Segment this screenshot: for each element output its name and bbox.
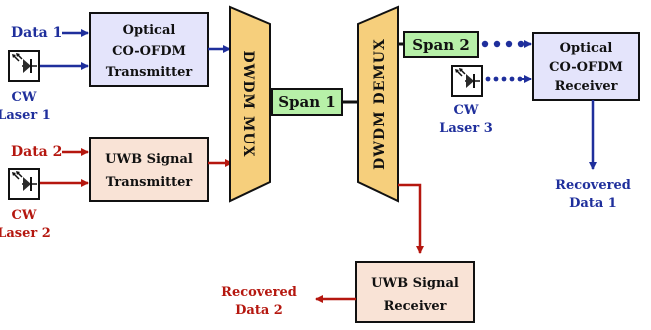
uwb-transmitter-line1: UWB Signal	[105, 152, 193, 167]
ofdm-transmitter-line3: Transmitter	[106, 65, 193, 80]
uwb-transmitter-line2: Transmitter	[106, 175, 193, 190]
dwdm-demux-label: DWDM DEMUX	[372, 38, 388, 170]
data2-label: Data 2	[11, 144, 62, 160]
recovered-data1-line2: Data 1	[569, 196, 617, 211]
laser3-link-dots	[485, 76, 523, 82]
recovered-data2-line2: Data 2	[235, 303, 283, 318]
laser3-label-line2: Laser 3	[439, 121, 493, 136]
dwdm-demux-block	[357, 5, 399, 203]
laser2-label-line1: CW	[12, 208, 37, 223]
recovered-data1-line1: Recovered	[555, 178, 631, 193]
span2-label: Span 2	[412, 36, 470, 54]
span2-fiber-link-dots	[481, 40, 525, 48]
ofdm-receiver-box	[532, 32, 640, 101]
ofdm-transmitter-box	[89, 12, 209, 87]
uwb-receiver-line2: Receiver	[384, 299, 447, 314]
span1-label: Span 1	[278, 93, 336, 111]
laser3-label-line1: CW	[454, 103, 479, 118]
laser1-label-line2: Laser 1	[0, 108, 51, 123]
dwdm-mux-label: DWDM MUX	[240, 51, 256, 158]
uwb-receiver-box	[355, 261, 475, 323]
ofdm-receiver-line1: Optical	[560, 41, 613, 56]
ofdm-receiver-line2: CO-OFDM	[549, 60, 623, 75]
laser-diode-icon	[8, 50, 40, 82]
laser-diode-icon	[451, 65, 483, 97]
span2-box	[403, 31, 479, 58]
ofdm-transmitter-line1: Optical	[123, 23, 176, 38]
ofdm-transmitter-line2: CO-OFDM	[112, 44, 186, 59]
laser1-label-line1: CW	[12, 90, 37, 105]
dwdm-mux-block	[229, 5, 271, 203]
laser2-label-line2: Laser 2	[0, 226, 51, 241]
uwb-transmitter-box	[89, 137, 209, 202]
uwb-receiver-line1: UWB Signal	[371, 276, 459, 291]
ofdm-receiver-line3: Receiver	[555, 79, 618, 94]
data1-label: Data 1	[11, 25, 62, 41]
demux-to-uwb-receiver-path	[398, 183, 424, 254]
laser-diode-icon	[8, 168, 40, 200]
recovered-data2-line1: Recovered	[221, 285, 297, 300]
